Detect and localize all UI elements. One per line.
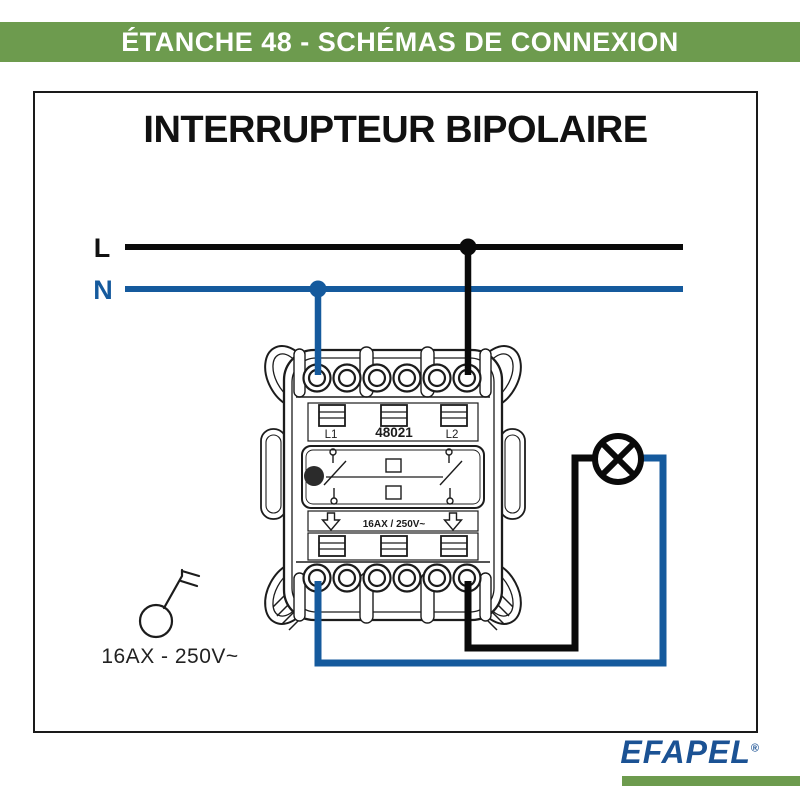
rating-note: 16AX - 250V~ (101, 645, 238, 668)
neutral-junction-dot (309, 280, 327, 298)
header-banner: ÉTANCHE 48 - SCHÉMAS DE CONNEXION (0, 22, 800, 62)
brand-accent-bar (622, 776, 800, 786)
header-title: ÉTANCHE 48 - SCHÉMAS DE CONNEXION (121, 26, 679, 57)
device-body-inner-line (291, 357, 495, 613)
lower-terminal-screws (307, 532, 479, 561)
line-wire (125, 244, 683, 652)
device-model-number: 48021 (375, 425, 413, 440)
diagram-frame: INTERRUPTEUR BIPOLAIRE (33, 91, 758, 733)
pole-2-contact (439, 448, 463, 505)
upper-terminal-screws (307, 402, 479, 442)
key-icon (138, 568, 201, 639)
device-terminal-label-l2: L2 (446, 429, 459, 441)
line-junction-dot (459, 238, 477, 256)
switch-device (260, 345, 526, 631)
neutral-wire-label: N (93, 275, 113, 305)
neutral-wire (125, 286, 683, 667)
arrow-down-icon (320, 512, 342, 532)
registered-mark: ® (750, 742, 760, 755)
mechanism-dot (304, 466, 324, 486)
device-terminal-label-l1: L1 (325, 429, 338, 441)
lamp-icon (592, 433, 644, 485)
line-return (464, 454, 599, 652)
device-rating-plate-text: 16AX / 250V~ (363, 519, 426, 530)
brand-logo: EFAPEL® (620, 736, 760, 768)
switch-mechanism (301, 445, 485, 509)
brand-name: EFAPEL (620, 734, 751, 770)
diagram-title: INTERRUPTEUR BIPOLAIRE (143, 109, 648, 151)
neutral-return (314, 454, 667, 667)
rating-plate-band (307, 510, 479, 532)
device-side-tabs (260, 428, 526, 520)
arrow-down-icon (442, 512, 464, 532)
line-wire-label: L (94, 233, 111, 263)
pole-1-contact (323, 448, 347, 505)
